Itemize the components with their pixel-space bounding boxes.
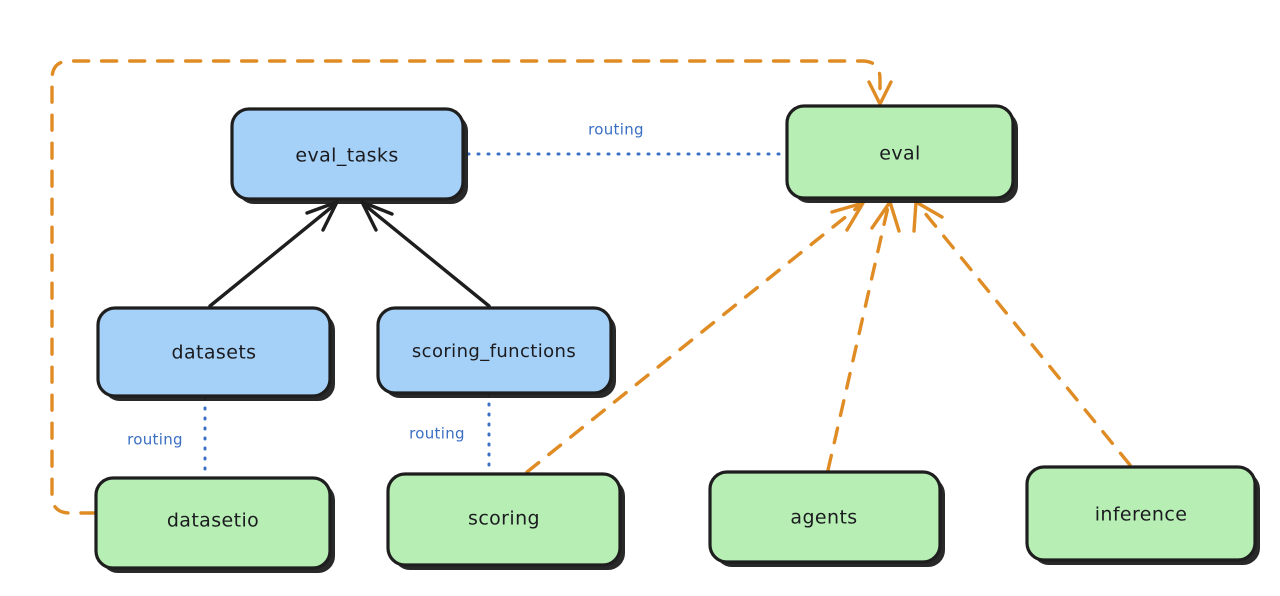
- node-inference-body: [1025, 465, 1257, 562]
- edge-label-routing-scoring: routing: [409, 425, 465, 443]
- node-eval-label: eval: [879, 143, 920, 165]
- node-layer: eval_tasks eval datasets scoring_functio…: [94, 104, 1260, 573]
- node-datasetio-body: [94, 476, 332, 570]
- node-agents-label: agents: [790, 507, 857, 529]
- node-datasets-body: [96, 306, 332, 398]
- node-datasetio-label: datasetio: [167, 510, 259, 532]
- node-inference-label: inference: [1095, 504, 1188, 526]
- edge-path-datasets-eval-tasks: [208, 204, 335, 308]
- node-agents-body: [708, 470, 942, 564]
- node-scoring-functions-label: scoring_functions: [412, 341, 576, 362]
- edge-scoring-functions-to-eval-tasks: [360, 200, 491, 308]
- edge-path-datasetio-eval: [50, 59, 882, 515]
- edge-label-routing-datasetio: routing: [127, 431, 183, 449]
- node-eval-tasks-body: [230, 107, 465, 201]
- edge-datasets-to-datasetio: routing: [127, 396, 207, 478]
- node-scoring-functions[interactable]: scoring_functions: [376, 306, 616, 398]
- edge-datasetio-to-eval: [50, 59, 893, 515]
- arrowhead-datasetio-eval: [867, 80, 893, 106]
- node-agents[interactable]: agents: [708, 470, 945, 567]
- edge-path-scoring-eval: [525, 205, 860, 474]
- edge-eval-tasks-to-eval: routing: [466, 121, 786, 156]
- edge-label-routing-eval: routing: [588, 121, 644, 139]
- edge-path-scoringfn-eval-tasks: [364, 204, 491, 308]
- node-eval-tasks-label: eval_tasks: [295, 145, 398, 167]
- node-eval[interactable]: eval: [785, 104, 1018, 203]
- edge-datasets-to-eval-tasks: [208, 200, 339, 308]
- node-scoring-body: [386, 472, 622, 567]
- node-scoring[interactable]: scoring: [386, 472, 625, 570]
- node-eval-body: [785, 104, 1015, 200]
- edge-path-inference-eval: [918, 205, 1132, 467]
- node-inference[interactable]: inference: [1025, 465, 1260, 565]
- node-datasets-label: datasets: [172, 342, 257, 364]
- node-datasetio[interactable]: datasetio: [94, 476, 335, 573]
- edge-scoring-functions-to-scoring: routing: [409, 392, 491, 474]
- edge-path-agents-eval: [826, 205, 890, 472]
- node-scoring-label: scoring: [468, 508, 540, 530]
- edge-agents-to-eval: [826, 200, 901, 472]
- edge-inference-to-eval: [912, 200, 1132, 467]
- node-eval-tasks[interactable]: eval_tasks: [230, 107, 468, 204]
- node-scoring-functions-body: [376, 306, 613, 395]
- node-datasets[interactable]: datasets: [96, 306, 335, 401]
